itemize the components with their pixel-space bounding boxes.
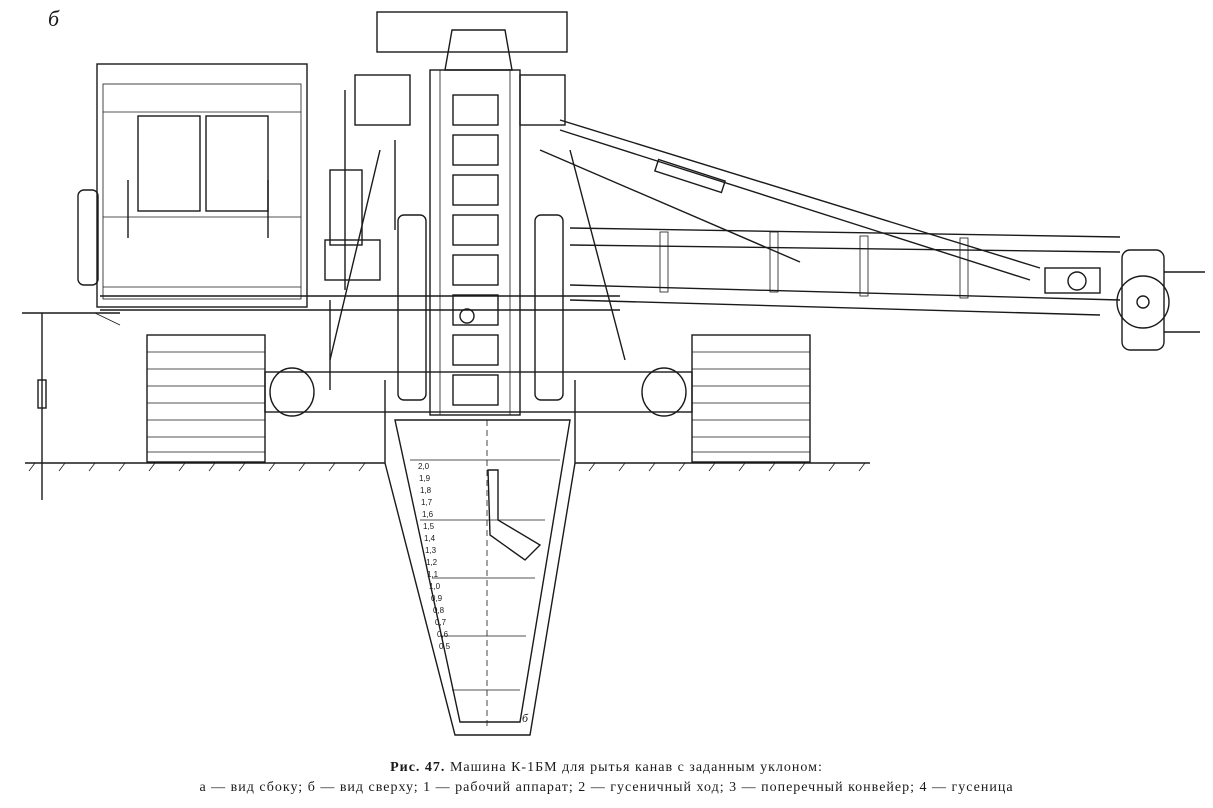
crawler-track-left xyxy=(146,334,266,463)
depth-mark: 0,7 xyxy=(435,618,447,627)
depth-scale: 2,0 1,9 1,8 1,7 1,6 1,5 1,4 1,3 1,2 1,1 … xyxy=(418,462,451,651)
caption-title-line: Рис. 47. Машина К-1БМ для рытья канав с … xyxy=(0,760,1213,776)
view-label: б xyxy=(48,6,60,31)
depth-mark: 1,6 xyxy=(422,510,434,519)
figure-legend: а — вид сбоку; б — вид сверху; 1 — рабоч… xyxy=(199,780,1014,795)
depth-mark: 1,5 xyxy=(423,522,435,531)
depth-mark: 0,9 xyxy=(431,594,443,603)
depth-mark: 0,5 xyxy=(439,642,451,651)
depth-mark: 1,0 xyxy=(429,582,441,591)
depth-mark: 1,3 xyxy=(425,546,437,555)
trench-profile xyxy=(384,380,576,736)
sensor-probe xyxy=(22,312,121,500)
depth-mark: 2,0 xyxy=(418,462,430,471)
crawler-track-right xyxy=(691,334,811,463)
track-axle xyxy=(264,367,693,417)
depth-mark: 1,9 xyxy=(419,474,431,483)
cross-conveyor xyxy=(539,119,1205,351)
depth-mark: 1,4 xyxy=(424,534,436,543)
depth-mark: 0,8 xyxy=(433,606,445,615)
depth-mark: 1,2 xyxy=(426,558,438,567)
figure-number: Рис. 47. xyxy=(390,760,446,775)
bucket-chain xyxy=(329,29,626,416)
main-frame xyxy=(100,11,620,390)
depth-mark: 1,1 xyxy=(427,570,439,579)
figure-title: Машина К-1БМ для рытья канав с заданным … xyxy=(449,760,823,775)
bottom-label: б xyxy=(522,711,529,725)
depth-mark: 1,8 xyxy=(420,486,432,495)
ground-surface xyxy=(25,462,870,472)
operator-cabin xyxy=(77,63,308,308)
depth-mark: 1,7 xyxy=(421,498,433,507)
depth-mark: 0,6 xyxy=(437,630,449,639)
